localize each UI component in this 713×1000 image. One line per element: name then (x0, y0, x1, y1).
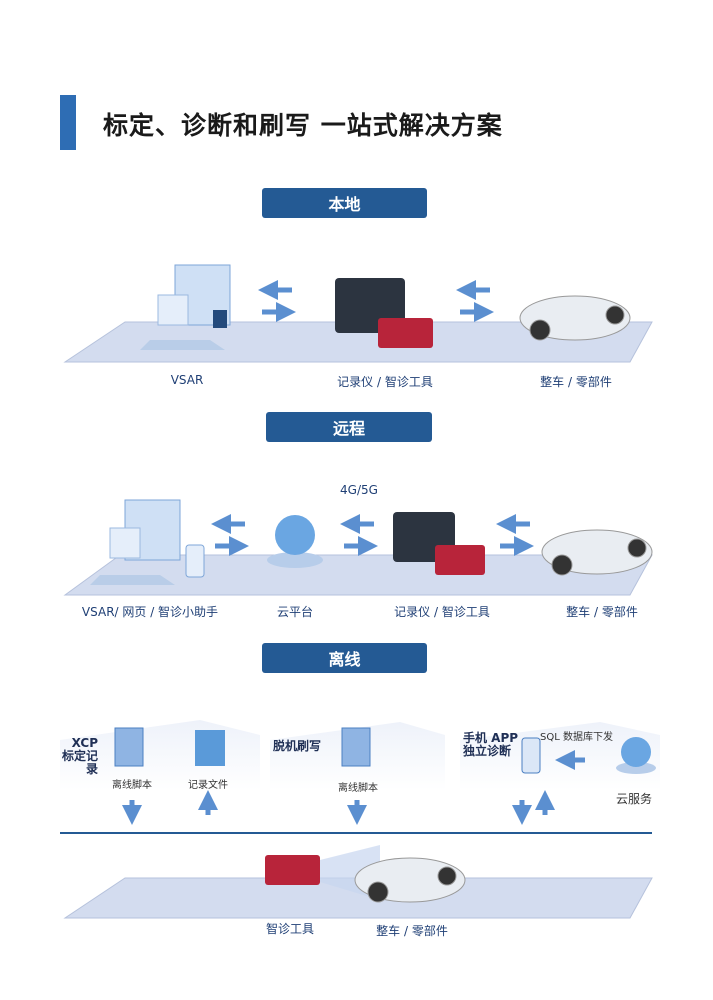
sql-label: SQL 数据库下发 (540, 732, 613, 743)
phone-icon (521, 737, 541, 774)
label-vsar: VSAR (170, 373, 204, 387)
section-offline-heading: 离线 (262, 643, 427, 673)
cloud-service-icon (616, 737, 656, 774)
flash-script-label: 离线脚本 (338, 783, 378, 794)
label-logger-remote: 记录仪 / 智诊工具 (394, 605, 490, 619)
label-logger: 记录仪 / 智诊工具 (337, 375, 433, 389)
label-vehicle: 整车 / 零部件 (540, 375, 612, 389)
page-title: 标定、诊断和刷写 一站式解决方案 (103, 111, 503, 140)
label-cloud-platform: 云平台 (276, 605, 314, 619)
laptop-icon (140, 264, 231, 350)
vehicle-icon (519, 295, 631, 341)
label-diag-tool: 智诊工具 (265, 922, 315, 936)
section-local-heading: 本地 (262, 188, 427, 218)
xcp-script-label: 离线脚本 (112, 780, 152, 791)
platform-offline (63, 877, 653, 919)
platform-local (63, 321, 653, 363)
title-accent-bar (60, 95, 76, 150)
flash-title: 脱机刷写 (273, 739, 322, 753)
cloud-platform-icon (267, 515, 323, 568)
folder-icon (195, 730, 225, 766)
vehicle-icon-offline (354, 857, 466, 903)
logger-device-icon (335, 278, 433, 348)
cloud-service-label: 云服务 (615, 792, 653, 806)
logger-device-icon-remote (393, 512, 485, 575)
label-network: 4G/5G (340, 483, 378, 497)
label-vehicle-remote: 整车 / 零部件 (566, 605, 638, 619)
section-remote-heading: 远程 (266, 412, 432, 442)
script-document-icon (114, 727, 144, 767)
laptop-icon-remote (90, 499, 205, 585)
label-vehicle-offline: 整车 / 零部件 (376, 924, 448, 938)
vehicle-icon-remote (541, 529, 653, 576)
xcp-file-label: 记录文件 (188, 780, 228, 791)
label-vsar-web: VSAR/ 网页 / 智诊小助手 (81, 605, 219, 619)
arrows (122, 280, 585, 825)
script-document-icon-flash (341, 727, 371, 767)
